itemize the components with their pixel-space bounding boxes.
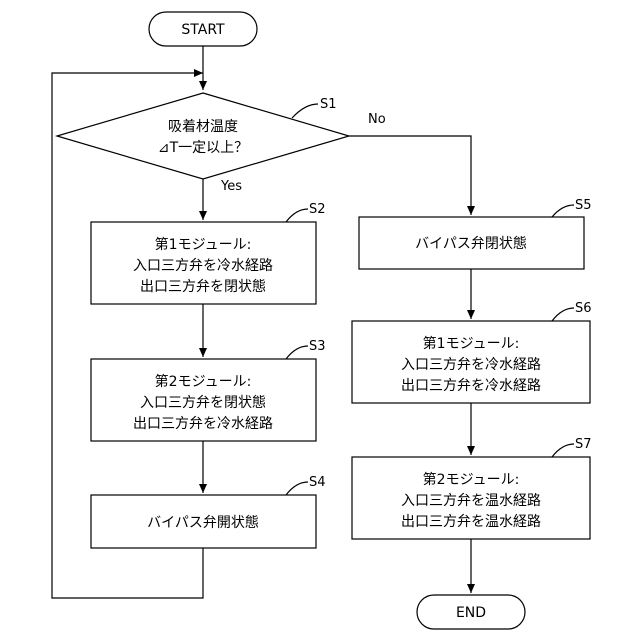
- s7-line-3: 出口三方弁を温水経路: [401, 514, 541, 530]
- s6-line-2: 入口三方弁を冷水経路: [401, 357, 541, 373]
- s7-line-1: 第2モジュール:: [423, 471, 520, 488]
- connector-no: [349, 136, 471, 215]
- step-leader-s4: [286, 482, 308, 495]
- step-leader-s7: [552, 444, 574, 457]
- step-label-s3: S3: [309, 339, 326, 354]
- step-leader-s1: [292, 104, 318, 118]
- s4-line-1: バイパス弁開状態: [147, 515, 259, 531]
- step-leader-s6: [552, 308, 574, 321]
- step-leader-s2: [286, 209, 308, 222]
- s6-line-1: 第1モジュール:: [423, 335, 520, 352]
- decision-line-1: 吸着材温度: [168, 119, 238, 135]
- end-label: END: [456, 605, 486, 621]
- step-label-s6: S6: [575, 301, 592, 316]
- no-label: No: [368, 112, 386, 127]
- step-label-s4: S4: [309, 475, 326, 490]
- s3-line-2: 入口三方弁を閉状態: [140, 395, 266, 411]
- s2-line-1: 第1モジュール:: [155, 236, 252, 253]
- s3-line-1: 第2モジュール:: [155, 373, 252, 390]
- yes-label: Yes: [220, 179, 242, 194]
- s2-line-3: 出口三方弁を閉状態: [140, 279, 266, 295]
- step-leader-s3: [286, 346, 308, 359]
- decision-diamond-s1: [57, 93, 349, 179]
- s3-line-3: 出口三方弁を冷水経路: [133, 416, 273, 432]
- s6-line-3: 出口三方弁を冷水経路: [401, 378, 541, 394]
- step-label-s2: S2: [309, 202, 326, 217]
- step-leader-s5: [552, 205, 574, 217]
- start-label: START: [181, 22, 225, 38]
- s7-line-2: 入口三方弁を温水経路: [401, 493, 541, 509]
- step-label-s1: S1: [320, 97, 337, 112]
- s5-line-1: バイパス弁閉状態: [415, 236, 527, 252]
- step-label-s7: S7: [575, 437, 592, 452]
- step-label-s5: S5: [575, 198, 592, 213]
- s2-line-2: 入口三方弁を冷水経路: [133, 258, 273, 274]
- decision-line-2: ⊿T一定以上？: [158, 140, 248, 156]
